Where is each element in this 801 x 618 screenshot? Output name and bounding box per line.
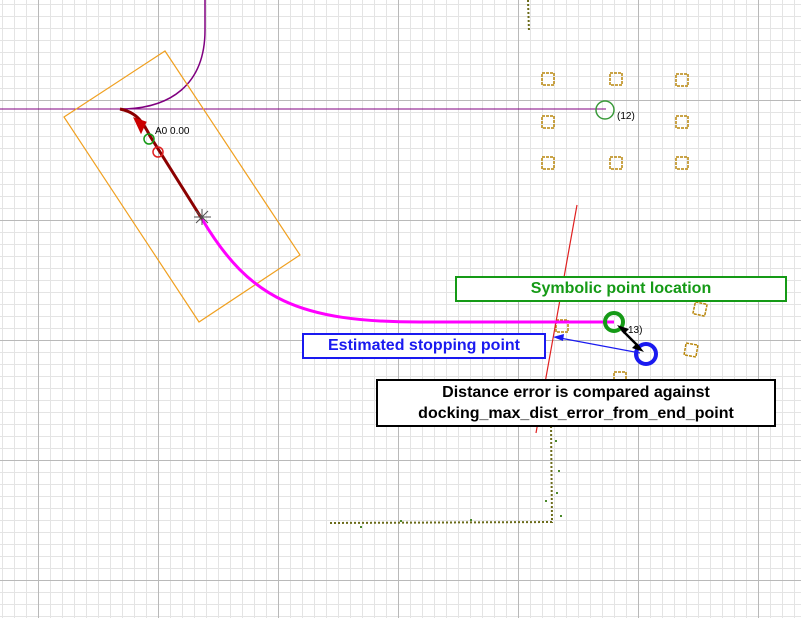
point-12-marker — [595, 100, 615, 120]
point-12-label: (12) — [617, 111, 635, 122]
path-curve — [119, 0, 206, 110]
distance-error-line-1: Distance error is compared against — [442, 384, 710, 401]
estimated-pointer-line — [559, 337, 641, 354]
estimated-point-marker — [634, 342, 658, 366]
estimated-pointer-head — [553, 334, 564, 341]
symbolic-point-callout: Symbolic point location — [455, 276, 787, 302]
scan-points-wall — [329, 421, 554, 524]
crosshair-marker — [194, 209, 211, 225]
estimated-stopping-callout: Estimated stopping point — [302, 333, 546, 359]
scan-points-top — [527, 0, 530, 33]
distance-arrow-head-a — [617, 325, 629, 334]
marker-squares — [541, 72, 709, 385]
scan-points-noise — [360, 440, 562, 528]
trajectory-curve — [200, 218, 614, 324]
point-13-label: 13) — [628, 325, 642, 336]
vehicle-heading-arrow — [133, 117, 147, 135]
distance-error-line-2: docking_max_dist_error_from_end_point — [418, 405, 734, 422]
vehicle-outline — [63, 50, 301, 323]
vehicle-label: A0 0.00 — [155, 126, 190, 137]
distance-error-callout: Distance error is compared against docki… — [376, 379, 776, 427]
distance-arrow-head-b — [632, 343, 644, 352]
vehicle-green-marker — [143, 133, 155, 145]
vehicle-red-marker — [152, 146, 164, 158]
symbolic-point-marker — [603, 311, 625, 333]
